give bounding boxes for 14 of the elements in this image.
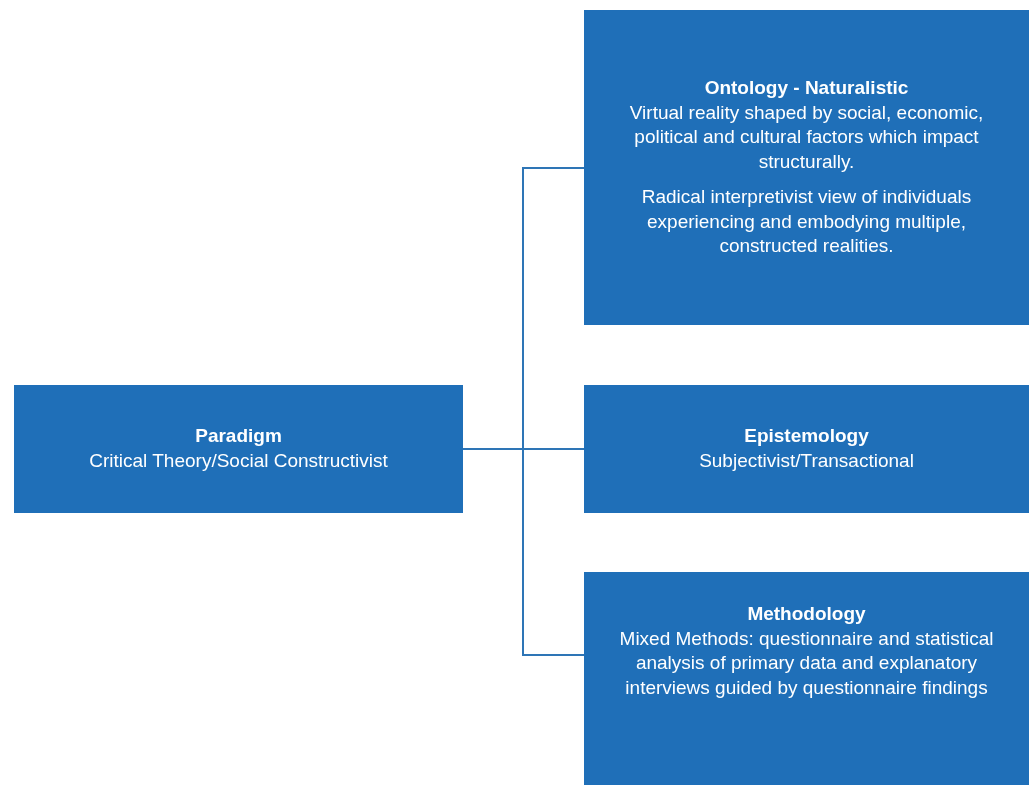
box-heading: Paradigm (195, 424, 282, 449)
box-heading: Epistemology (744, 424, 869, 449)
text-box (584, 572, 1029, 785)
box-description: Radical interpretivist view of individuals experiencing and embodying multiple, constructed realities. (640, 184, 973, 259)
text-box (584, 385, 1029, 513)
connector-line (462, 448, 585, 656)
box-heading: Ontology - Naturalistic (704, 76, 909, 101)
box-description: Virtual reality shaped by social, economic, political and cultural factors which impact structurally. (628, 100, 985, 175)
box-description: Critical Theory/Social Constructivist (89, 449, 388, 473)
box-heading: Methodology (747, 602, 866, 626)
box-description: Subjectivist/Transactional (699, 449, 914, 473)
text-box (14, 385, 463, 513)
box-description: Mixed Methods: questionnaire and statistical analysis of primary data and explanatory interviews guided by questionnaire findings (618, 626, 995, 701)
text-box (584, 10, 1029, 325)
